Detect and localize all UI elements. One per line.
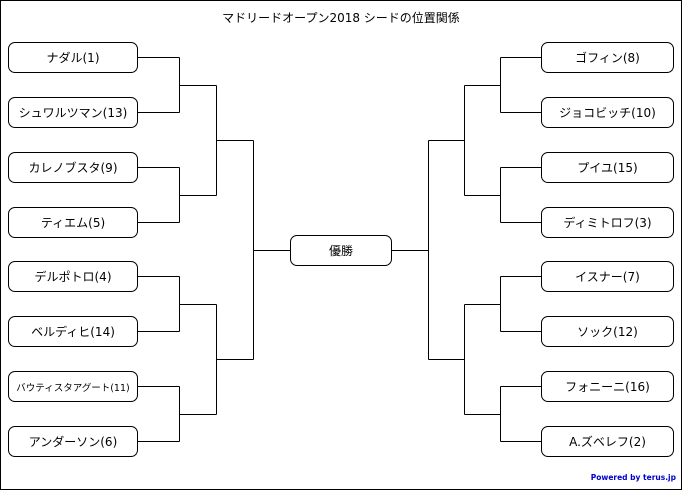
winner-box: 優勝 — [290, 235, 392, 266]
seed-box-right-8: A.ズベレフ(2) — [541, 426, 674, 457]
seed-box-left-8: アンダーソン(6) — [8, 426, 138, 457]
seed-box-left-2: シュワルツマン(13) — [8, 97, 138, 128]
seed-box-left-1: ナダル(1) — [8, 42, 138, 73]
page-title: マドリードオープン2018 シードの位置関係 — [222, 11, 460, 25]
seed-box-right-7: フォニーニ(16) — [541, 371, 674, 402]
seed-box-right-2: ジョコビッチ(10) — [541, 97, 674, 128]
seed-box-left-6: ベルディヒ(14) — [8, 316, 138, 347]
seed-box-left-7: バウティスタアグート(11) — [8, 371, 138, 402]
seed-box-right-1: ゴフィン(8) — [541, 42, 674, 73]
powered-by-link[interactable]: Powered by terus.jp — [590, 473, 676, 482]
seed-box-left-3: カレノブスタ(9) — [8, 152, 138, 183]
seed-box-left-5: デルポトロ(4) — [8, 261, 138, 292]
seed-box-right-5: イスナー(7) — [541, 261, 674, 292]
seed-box-right-4: ディミトロフ(3) — [541, 207, 674, 238]
seed-box-right-6: ソック(12) — [541, 316, 674, 347]
seed-box-right-3: プイユ(15) — [541, 152, 674, 183]
seed-box-left-4: ティエム(5) — [8, 207, 138, 238]
